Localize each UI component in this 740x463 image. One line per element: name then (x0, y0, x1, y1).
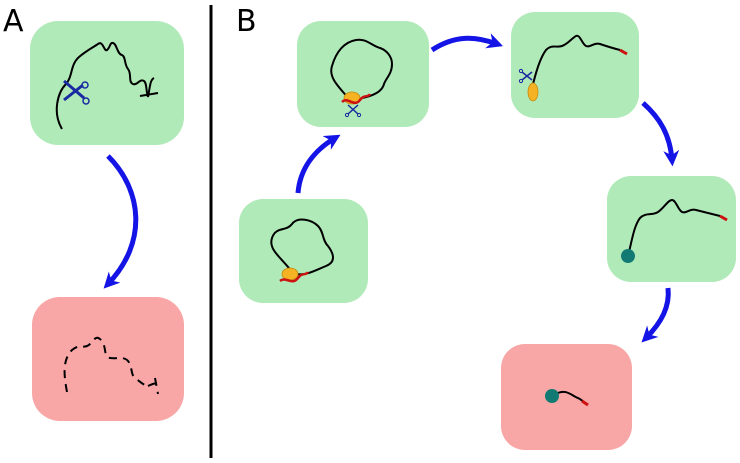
panel-b-step5-box (501, 344, 632, 450)
panel-b-step1-tail (279, 271, 310, 283)
panel-b-step3-enzyme (527, 82, 539, 102)
panel-b-step2-strand (330, 38, 394, 101)
panel-b-step2-box (297, 21, 429, 127)
panel-b-arrow-1 (295, 134, 341, 194)
panel-b-step4-tail (719, 214, 728, 222)
panel-b-arrow-3 (641, 101, 680, 167)
panel-b-step1-box (239, 199, 368, 303)
panel-a-label: A (3, 4, 24, 39)
panel-a-intact-box (30, 21, 184, 145)
scissors-icon (63, 79, 90, 105)
panel-b (239, 12, 736, 450)
panel-b-step3-tail (619, 48, 628, 56)
panel-b-step3-strand (531, 34, 621, 89)
panel-b-step1-strand (270, 218, 334, 276)
scissors-icon (518, 68, 533, 84)
panel-b-step4-exonuclease (621, 249, 635, 263)
panel-a (30, 21, 184, 421)
panel-b-step5-tail (581, 399, 589, 407)
panel-b-label: B (236, 4, 257, 39)
panel-a-intact-strand (55, 41, 159, 130)
panel-b-arrow-2 (430, 33, 504, 53)
panel-b-step4-strand (628, 198, 721, 253)
panel-a-arrow (103, 154, 139, 289)
scissors-icon (344, 104, 362, 118)
panel-a-fragmented-strand (63, 336, 161, 395)
panel-b-arrow-4 (641, 287, 671, 343)
panel-a-degraded-box (32, 297, 184, 421)
panel-b-step5-exonuclease (545, 389, 559, 403)
panel-b-step4-box (607, 176, 736, 282)
panel-b-step3-box (511, 12, 639, 118)
panel-b-step1-enzyme (281, 267, 299, 281)
panel-b-step2-tail (341, 93, 372, 105)
